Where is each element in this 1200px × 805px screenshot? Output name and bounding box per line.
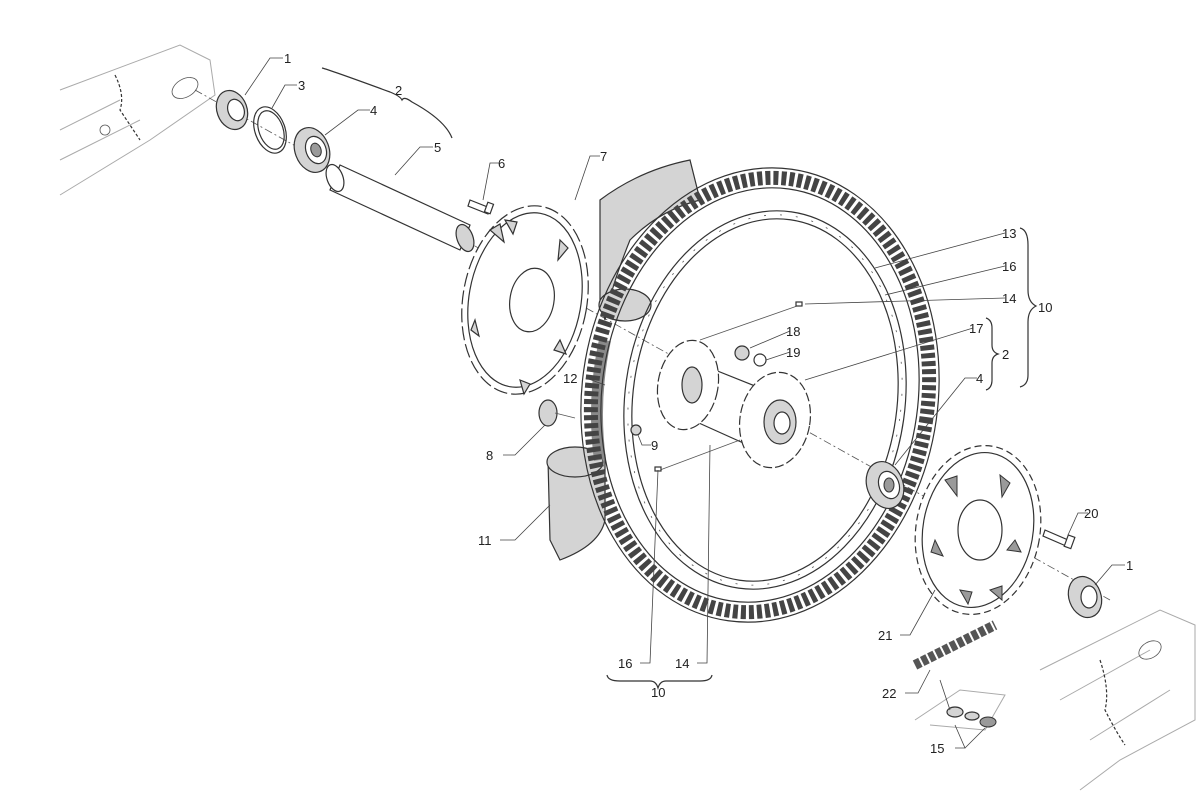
callout-labels: 1 3 2 4 5 6 7 13 16 14 10 18 17 19 2 4 1…	[284, 51, 1133, 756]
part-18-nut	[734, 345, 750, 361]
callout-10-right: 10	[1038, 300, 1052, 315]
part-8-valve	[538, 399, 576, 427]
part-15-master-link	[914, 689, 1006, 731]
part-4-bearing-right	[865, 461, 905, 509]
part-1-seal-top	[215, 89, 249, 131]
callout-7: 7	[600, 149, 607, 164]
spokes	[654, 301, 803, 472]
part-1-spacer-bottom	[1067, 575, 1103, 619]
callout-2-top: 2	[395, 83, 402, 98]
part-5-spacer-tube	[325, 163, 475, 253]
swingarm-left	[59, 44, 216, 196]
part-21-sprocket	[914, 445, 1042, 615]
tire	[580, 167, 940, 623]
callout-16-right: 16	[1002, 259, 1016, 274]
part-3-circlip	[253, 106, 287, 154]
part-20-bolt	[1042, 529, 1076, 550]
callout-14-bottom: 14	[675, 656, 689, 671]
callout-1-bottom: 1	[1126, 558, 1133, 573]
part-19-washer	[753, 353, 767, 367]
callout-3: 3	[298, 78, 305, 93]
part-7-brake-disc	[461, 205, 589, 396]
part-9-valve-nut	[630, 424, 642, 436]
part-6-bolt	[467, 199, 495, 215]
callout-16-bottom: 16	[618, 656, 632, 671]
axle-centerline	[194, 89, 1111, 601]
callout-5: 5	[434, 140, 441, 155]
callout-11: 11	[478, 533, 492, 548]
part-4-bearing-top	[293, 127, 331, 173]
callout-22: 22	[882, 686, 896, 701]
callout-21: 21	[878, 628, 892, 643]
part-13-rim	[623, 210, 907, 590]
callout-15: 15	[930, 741, 944, 756]
callout-20: 20	[1084, 506, 1098, 521]
callout-19: 19	[786, 345, 800, 360]
part-11-inner-tube	[546, 159, 701, 561]
leader-lines	[244, 57, 1125, 749]
callout-6: 6	[498, 156, 505, 171]
part-22-chain	[912, 620, 998, 670]
callout-17: 17	[969, 321, 983, 336]
callout-12: 12	[563, 371, 577, 386]
callout-10-bottom: 10	[651, 685, 665, 700]
callout-4-top: 4	[370, 103, 377, 118]
callout-13: 13	[1002, 226, 1016, 241]
callout-2-right: 2	[1002, 347, 1009, 362]
callout-9: 9	[651, 438, 658, 453]
callout-8: 8	[486, 448, 493, 463]
callout-18: 18	[786, 324, 800, 339]
swingarm-right	[1039, 609, 1196, 791]
hub	[656, 339, 812, 469]
callout-1-top: 1	[284, 51, 291, 66]
callout-14-right: 14	[1002, 291, 1016, 306]
callout-4-right: 4	[976, 371, 983, 386]
